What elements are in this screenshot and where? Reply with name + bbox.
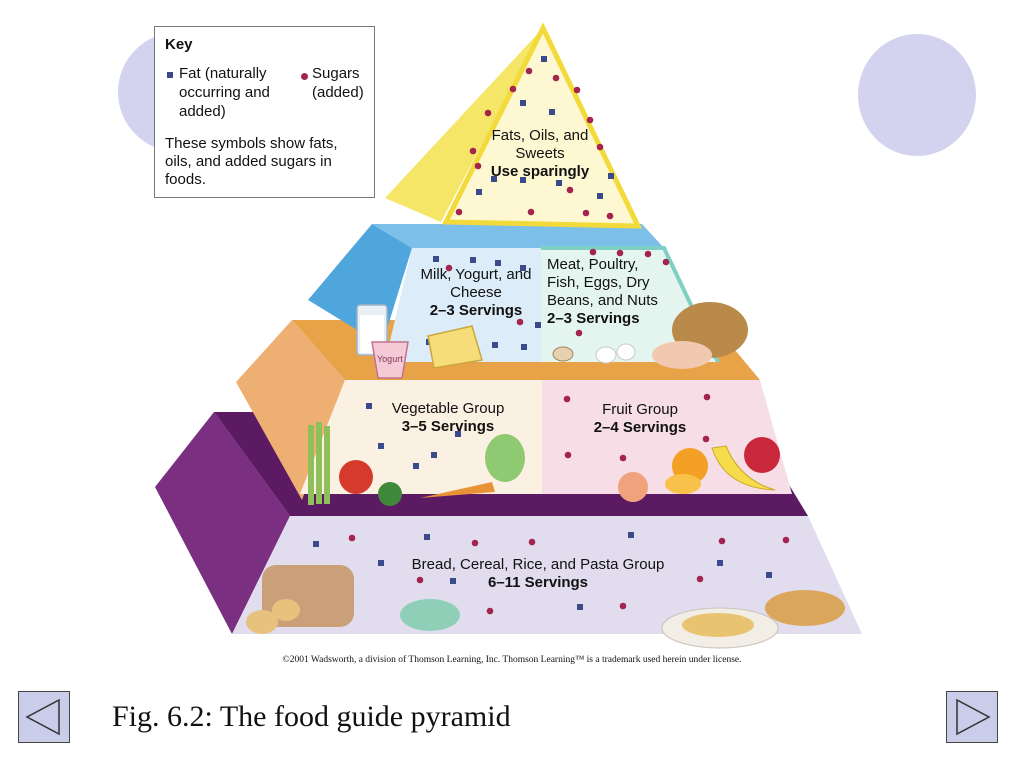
vegetable-tier-name: Vegetable Group bbox=[391, 400, 505, 417]
vegetable-tier-servings: 3–5 Servings bbox=[401, 418, 495, 435]
fat-square-icon bbox=[167, 72, 173, 78]
fruit-tier-label: Fruit Group 2–4 Servings bbox=[582, 401, 698, 437]
milk-panel bbox=[385, 248, 541, 362]
lettuce-illustration bbox=[485, 434, 525, 482]
decor-circle-right bbox=[858, 34, 976, 156]
asparagus-illustration bbox=[308, 422, 330, 505]
tomato-illustration bbox=[339, 460, 373, 494]
eggs-illustration bbox=[595, 343, 636, 364]
yogurt-cup-illustration: Yogurt bbox=[371, 341, 409, 379]
yogurt-cup-label: Yogurt bbox=[377, 354, 403, 364]
peach-illustration bbox=[618, 472, 648, 502]
meat-tier-servings: 2–3 Servings bbox=[547, 310, 640, 327]
top-tier-servings: Use sparingly bbox=[490, 163, 590, 180]
cereal-bowl-illustration bbox=[400, 599, 460, 631]
next-slide-button[interactable] bbox=[946, 691, 998, 743]
fruit-tier-name: Fruit Group bbox=[602, 401, 678, 418]
sugar-dot-icon bbox=[301, 73, 308, 80]
top-tier-label: Fats, Oils, and Sweets Use sparingly bbox=[478, 127, 602, 181]
milk-tier-servings: 2–3 Servings bbox=[429, 302, 523, 319]
fruit-tier-servings: 2–4 Servings bbox=[593, 419, 687, 436]
key-fat-label: Fat (naturally occurring and added) bbox=[179, 65, 270, 120]
left-triangle-icon bbox=[25, 698, 60, 736]
milk-tier-label: Milk, Yogurt, and Cheese 2–3 Servings bbox=[420, 266, 532, 320]
banana-illustration bbox=[711, 445, 776, 491]
copyright-notice: ©2001 Wadsworth, a division of Thomson L… bbox=[282, 655, 742, 665]
bread-tier-servings: 6–11 Servings bbox=[487, 574, 589, 591]
meat-tier-label: Meat, Poultry, Fish, Eggs, Dry Beans, an… bbox=[547, 256, 673, 328]
spaghetti-illustration bbox=[682, 613, 754, 637]
previous-slide-button[interactable] bbox=[18, 691, 70, 743]
key-title: Key bbox=[165, 36, 193, 53]
bread-tier-label: Bread, Cereal, Rice, and Pasta Group 6–1… bbox=[392, 556, 684, 592]
key-note: These symbols show fats, oils, and added… bbox=[165, 135, 338, 188]
key-sugar-label: Sugars (added) bbox=[312, 65, 364, 101]
apple-illustration bbox=[744, 437, 780, 473]
cheese-illustration bbox=[427, 325, 483, 369]
slide-caption: Fig. 6.2: The food guide pyramid bbox=[112, 700, 511, 733]
right-triangle-icon bbox=[956, 698, 991, 736]
fish-illustration bbox=[652, 341, 712, 369]
vegetable-tier-label: Vegetable Group 3–5 Servings bbox=[380, 400, 516, 436]
bread-tier-front-panel bbox=[232, 516, 862, 634]
muffins-illustration bbox=[246, 599, 300, 634]
fat-symbols bbox=[313, 56, 772, 610]
milk-tier-name: Milk, Yogurt, and Cheese bbox=[420, 266, 532, 301]
bread-tier-left-face bbox=[155, 412, 290, 634]
sugar-symbols bbox=[348, 67, 790, 615]
top-tier-left-face bbox=[385, 28, 543, 222]
food-pyramid-diagram: Yogurt bbox=[155, 22, 862, 649]
meat-tier-name: Meat, Poultry, Fish, Eggs, Dry Beans, an… bbox=[547, 256, 658, 309]
broccoli-illustration bbox=[378, 482, 402, 506]
crackers-illustration bbox=[765, 590, 845, 626]
orange-slice-illustration bbox=[665, 474, 701, 494]
fruit-panel bbox=[542, 380, 792, 494]
bread-tier-name: Bread, Cereal, Rice, and Pasta Group bbox=[411, 556, 665, 573]
milk-tier-top-face bbox=[372, 224, 664, 248]
top-tier-name: Fats, Oils, and Sweets bbox=[491, 127, 589, 162]
beans-illustration bbox=[552, 346, 574, 362]
carrot-illustration bbox=[420, 482, 495, 498]
symbol-key-box: Key Fat (naturally occurring and added) … bbox=[154, 26, 375, 198]
